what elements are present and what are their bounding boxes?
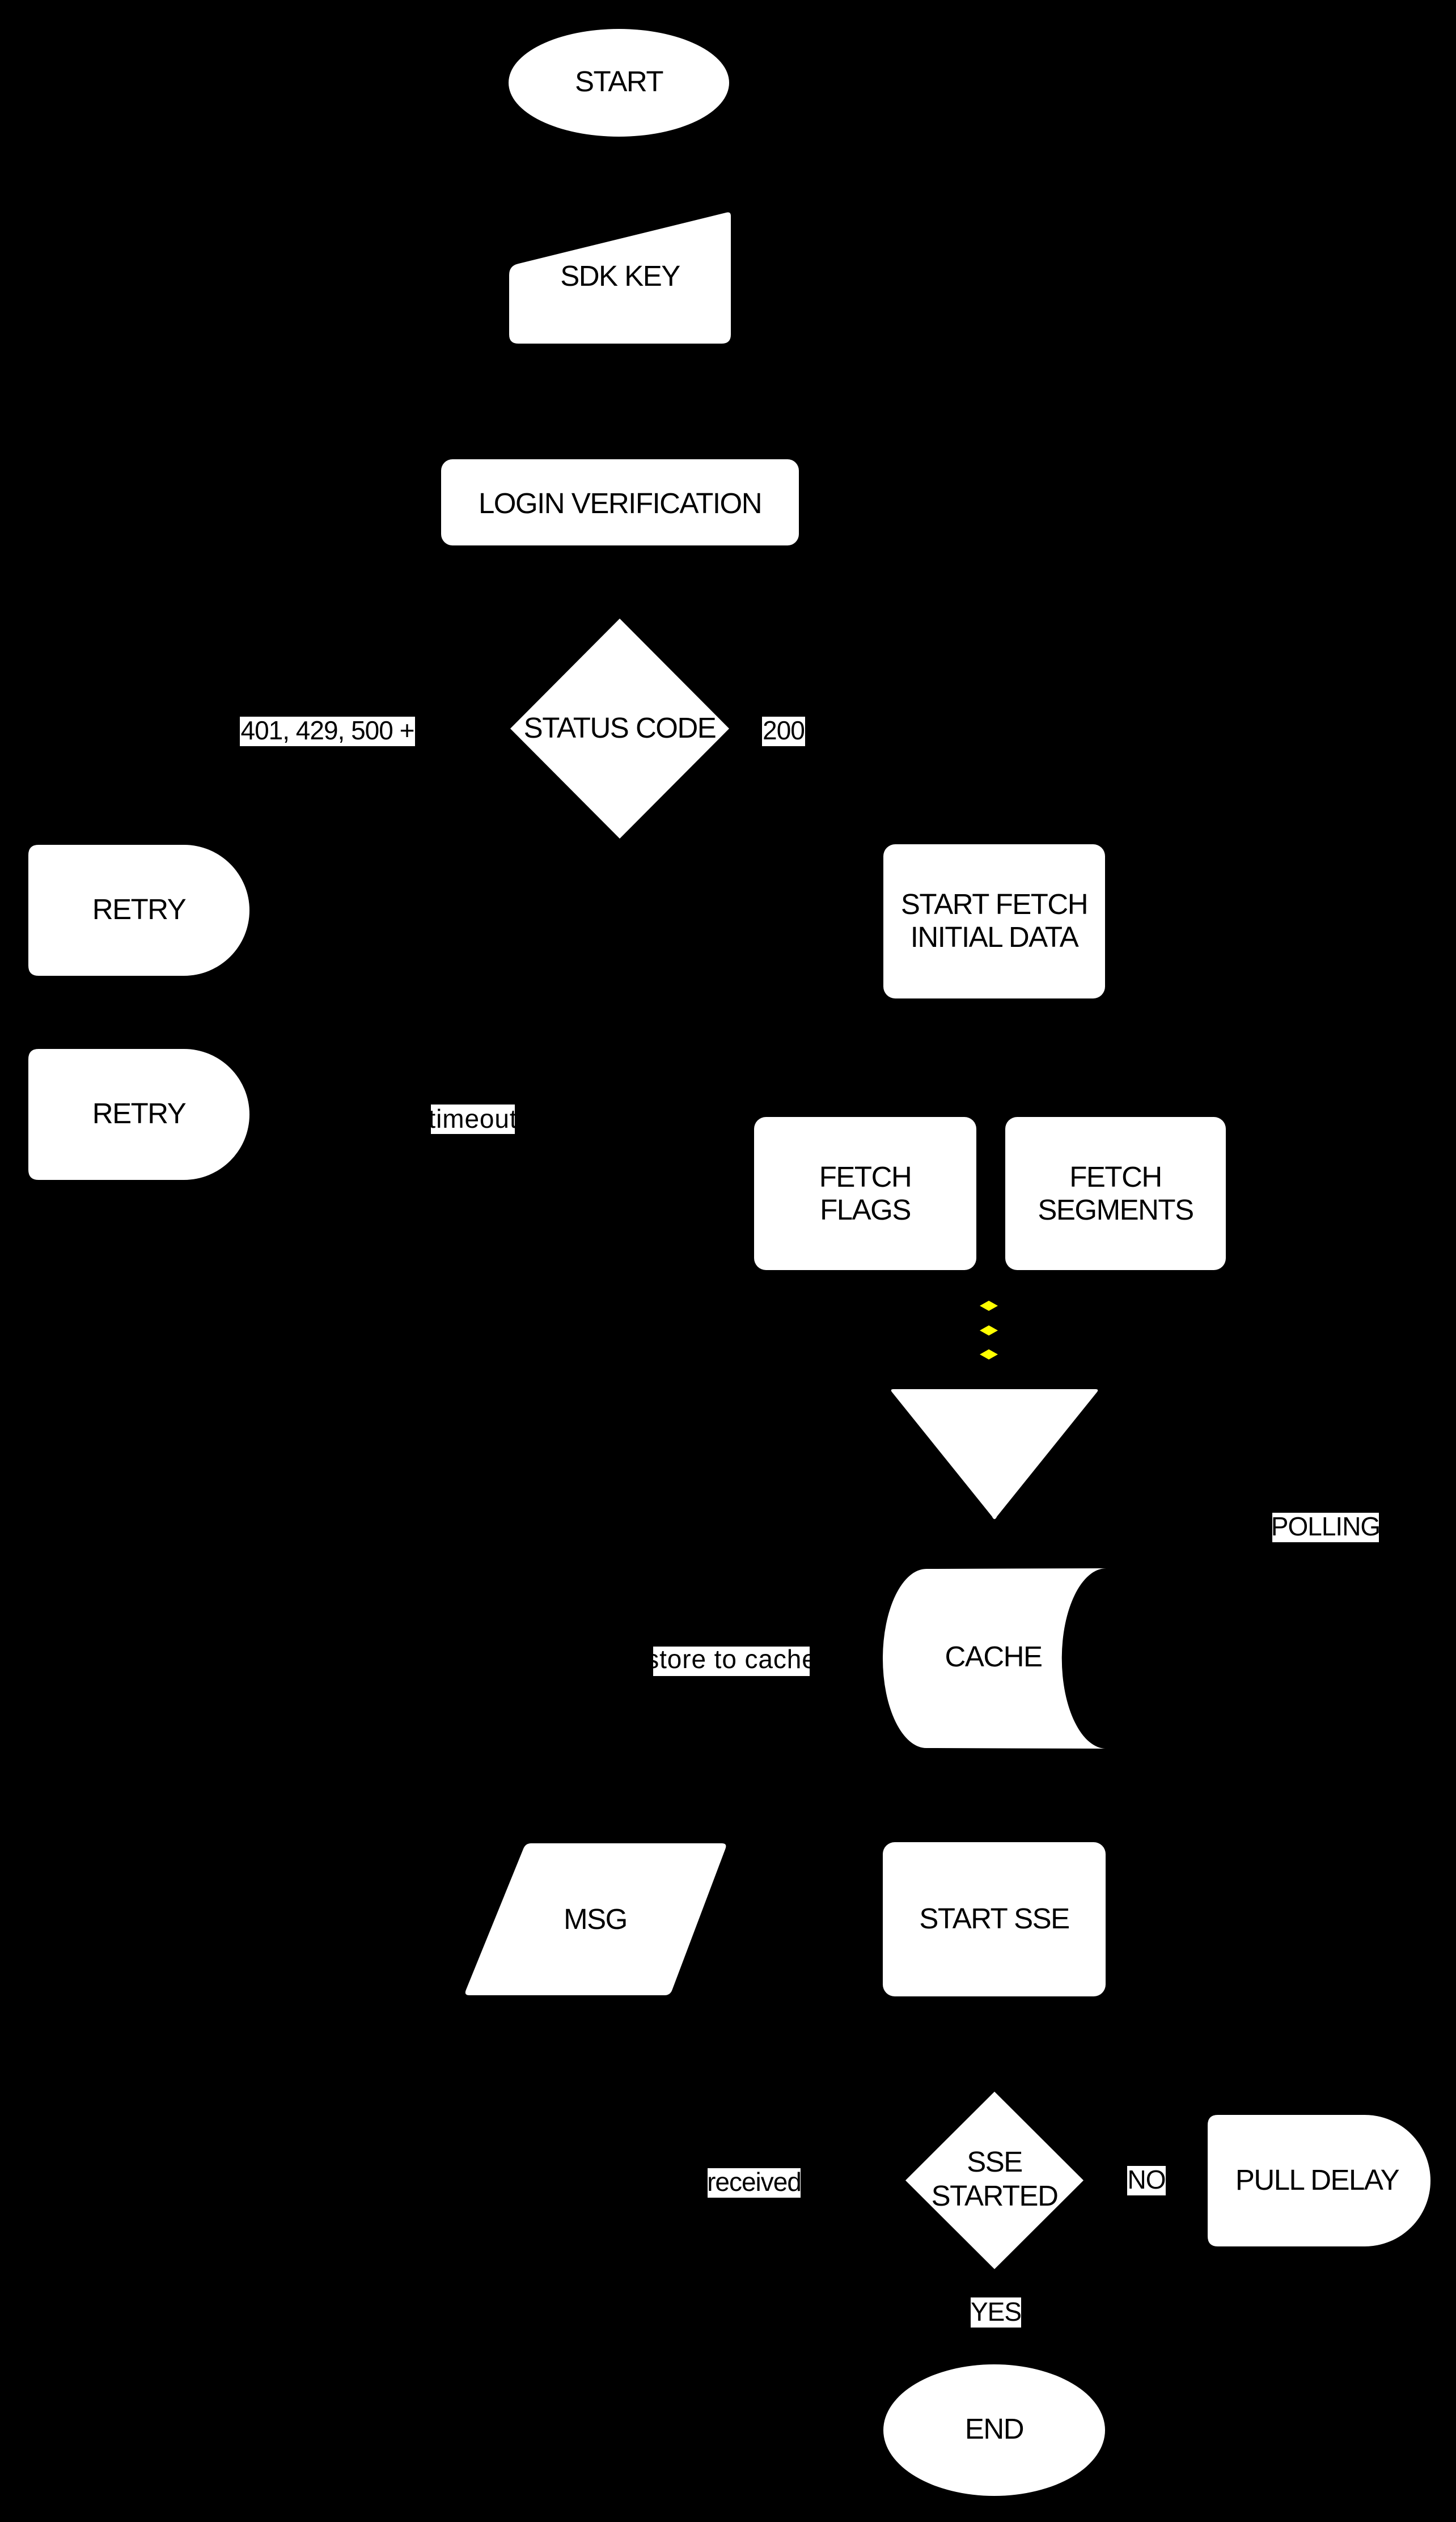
svg-text:POLLING: POLLING: [1271, 1512, 1380, 1541]
svg-text:RETRY: RETRY: [92, 893, 186, 925]
svg-text:STARTED: STARTED: [932, 2180, 1058, 2212]
svg-text:LOGIN VERIFICATION: LOGIN VERIFICATION: [479, 487, 761, 519]
svg-text:STATUS CODE: STATUS CODE: [524, 712, 716, 744]
svg-text:FETCH: FETCH: [819, 1161, 911, 1193]
svg-text:END: END: [965, 2413, 1023, 2445]
svg-text:RETRY: RETRY: [92, 1097, 186, 1129]
svg-text:MSG: MSG: [564, 1903, 627, 1935]
svg-text:YES: YES: [971, 2297, 1021, 2326]
svg-text:INITIAL DATA: INITIAL DATA: [911, 921, 1079, 953]
svg-text:timeout: timeout: [428, 1104, 517, 1133]
svg-text:PULL DELAY: PULL DELAY: [1235, 2164, 1399, 2196]
svg-text:FETCH: FETCH: [1069, 1161, 1161, 1193]
svg-text:401, 429, 500 +: 401, 429, 500 +: [240, 716, 414, 745]
svg-text:START: START: [575, 65, 663, 98]
svg-text:store to cache: store to cache: [646, 1644, 817, 1674]
svg-text:200: 200: [763, 716, 805, 745]
svg-text:SEGMENTS: SEGMENTS: [1038, 1194, 1193, 1226]
svg-text:NO: NO: [1128, 2165, 1166, 2194]
svg-text:START SSE: START SSE: [919, 1902, 1069, 1935]
svg-text:SSE: SSE: [967, 2146, 1022, 2178]
svg-text:START FETCH: START FETCH: [901, 888, 1087, 920]
svg-text:FLAGS: FLAGS: [820, 1194, 911, 1226]
svg-text:SDK KEY: SDK KEY: [560, 260, 680, 292]
svg-text:CACHE: CACHE: [945, 1640, 1042, 1673]
svg-text:received: received: [707, 2167, 801, 2197]
